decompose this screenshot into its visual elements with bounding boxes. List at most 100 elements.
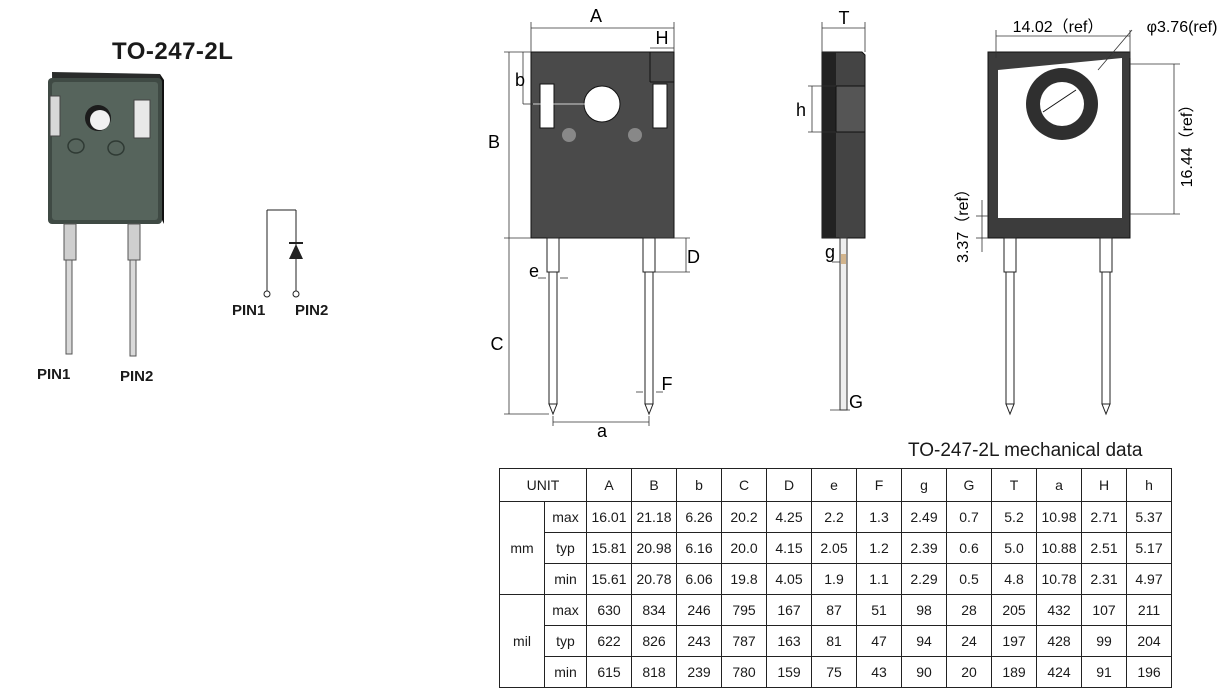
table-title: TO-247-2L mechanical data [908,440,1143,461]
column-header: F [856,468,902,502]
column-header: e [811,468,857,502]
value-cell: 4.05 [766,563,812,595]
value-cell: 826 [631,625,677,657]
column-header: D [766,468,812,502]
ref-bottom-label: 3.37（ref） [954,181,972,263]
value-cell: 6.16 [676,532,722,564]
dim-h-label: h [796,100,806,120]
ref-width-label: 14.02（ref） [1013,18,1104,36]
value-cell: 24 [946,625,992,657]
value-cell: 205 [991,594,1037,626]
value-cell: 81 [811,625,857,657]
column-header: B [631,468,677,502]
dim-G-label: G [849,392,863,412]
value-cell: 0.6 [946,532,992,564]
value-cell: 90 [901,656,947,688]
row-label-cell: max [544,594,587,626]
row-label-cell: min [544,656,587,688]
value-cell: 780 [721,656,767,688]
dim-g-label: g [825,242,835,262]
value-cell: 211 [1126,594,1172,626]
value-cell: 189 [991,656,1037,688]
value-cell: 2.2 [811,501,857,533]
value-cell: 163 [766,625,812,657]
value-cell: 15.81 [586,532,632,564]
value-cell: 428 [1036,625,1082,657]
diode-schematic [263,209,303,298]
package-photo [48,72,164,357]
value-cell: 0.5 [946,563,992,595]
value-cell: 16.01 [586,501,632,533]
row-label-cell: max [544,501,587,533]
value-cell: 2.05 [811,532,857,564]
value-cell: 204 [1126,625,1172,657]
dim-D-label: D [687,247,700,267]
value-cell: 5.37 [1126,501,1172,533]
ref-hole-label: φ3.76(ref) [1147,19,1218,36]
column-header: A [586,468,632,502]
value-cell: 167 [766,594,812,626]
side-view-drawing: T h g G [796,8,866,412]
value-cell: 28 [946,594,992,626]
front-view-drawing: A H B b C D e F a [488,6,700,440]
value-cell: 622 [586,625,632,657]
value-cell: 6.26 [676,501,722,533]
value-cell: 787 [721,625,767,657]
back-view-drawing: 14.02（ref） φ3.76(ref) 16.44（ref） 3.37（re… [954,18,1218,416]
value-cell: 159 [766,656,812,688]
value-cell: 4.97 [1126,563,1172,595]
value-cell: 0.7 [946,501,992,533]
photo-pin2-label: PIN2 [120,368,154,385]
value-cell: 5.17 [1126,532,1172,564]
value-cell: 615 [586,656,632,688]
value-cell: 246 [676,594,722,626]
column-header: b [676,468,722,502]
value-cell: 91 [1081,656,1127,688]
value-cell: 20.0 [721,532,767,564]
column-header: h [1126,468,1172,502]
value-cell: 20.2 [721,501,767,533]
column-header: H [1081,468,1127,502]
unit-cell: mil [499,594,545,688]
value-cell: 2.49 [901,501,947,533]
column-header: G [946,468,992,502]
value-cell: 51 [856,594,902,626]
value-cell: 6.06 [676,563,722,595]
column-header: a [1036,468,1082,502]
value-cell: 196 [1126,656,1172,688]
dim-T-label: T [839,8,850,28]
value-cell: 5.0 [991,532,1037,564]
value-cell: 43 [856,656,902,688]
value-cell: 94 [901,625,947,657]
value-cell: 98 [901,594,947,626]
value-cell: 107 [1081,594,1127,626]
value-cell: 10.88 [1036,532,1082,564]
row-label-cell: min [544,563,587,595]
value-cell: 2.31 [1081,563,1127,595]
value-cell: 4.25 [766,501,812,533]
value-cell: 10.78 [1036,563,1082,595]
value-cell: 630 [586,594,632,626]
dim-A-label: A [590,6,602,26]
dim-a-label: a [597,421,608,440]
value-cell: 47 [856,625,902,657]
value-cell: 87 [811,594,857,626]
row-label-cell: typ [544,625,587,657]
row-label-cell: typ [544,532,587,564]
value-cell: 1.9 [811,563,857,595]
value-cell: 20 [946,656,992,688]
dim-e-label: e [529,261,539,281]
value-cell: 21.18 [631,501,677,533]
value-cell: 243 [676,625,722,657]
package-title: TO-247-2L [112,38,234,65]
photo-pin1-label: PIN1 [37,366,71,383]
value-cell: 20.78 [631,563,677,595]
value-cell: 2.71 [1081,501,1127,533]
schematic-pin2-label: PIN2 [295,302,329,319]
column-header: C [721,468,767,502]
value-cell: 1.3 [856,501,902,533]
